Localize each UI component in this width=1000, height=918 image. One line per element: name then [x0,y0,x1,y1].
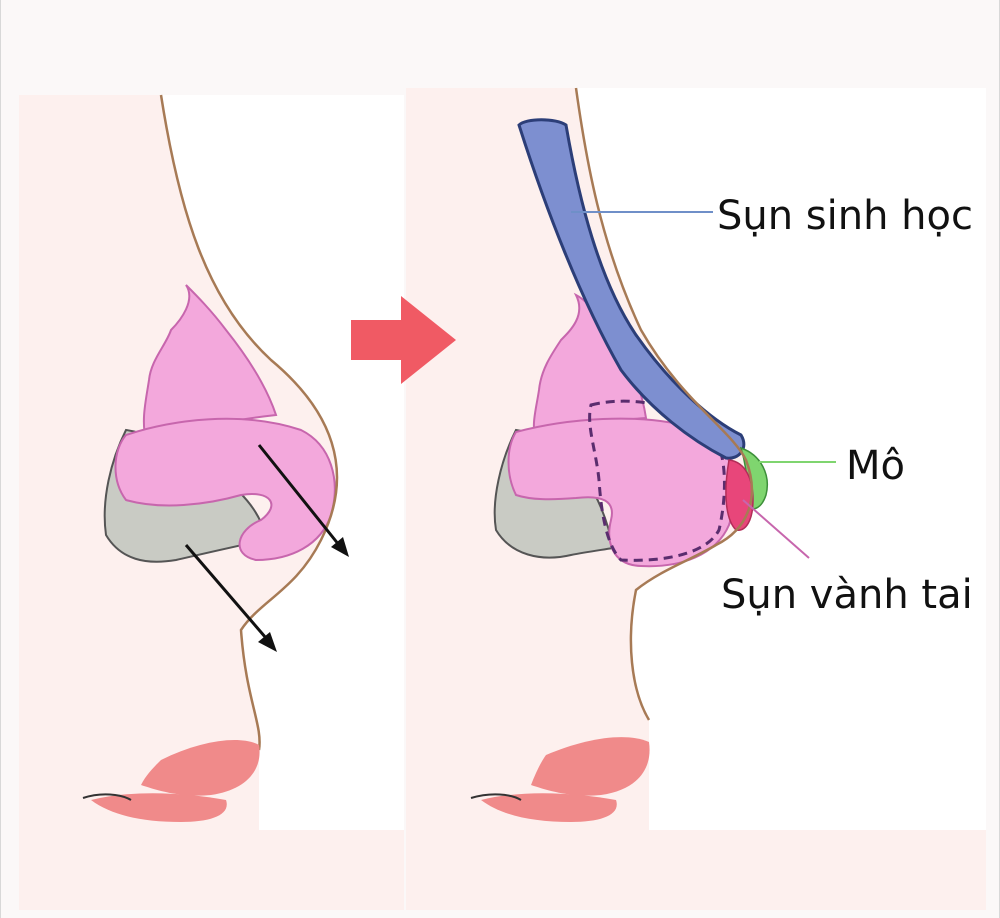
face-skin-white [576,88,986,830]
bio-cartilage-implant [517,118,746,460]
downward-arrow-head-icon [258,632,277,652]
face-skin-white [161,95,404,830]
profile-line [159,94,339,751]
right-arrow-icon [351,296,456,384]
before-nose-profile [82,94,404,830]
dashed-graft-region [588,399,726,562]
lower-lip [91,793,227,822]
mouth-line [470,793,522,801]
tissue-label: Mô [846,443,905,489]
downward-arrow-icon [257,444,341,546]
ear-cartilage-label: Sụn vành tai [721,572,973,618]
after-nose-profile [470,87,986,830]
downward-arrow-head-icon [331,537,349,557]
bio-cartilage-label: Sụn sinh học [717,193,973,239]
downward-arrow-icon [184,544,268,639]
mouth-line [82,793,132,801]
lower-lip [481,793,617,822]
upper-lip [141,740,260,796]
upper-lip [531,737,650,796]
ear-cartilage-graft [725,459,754,531]
ear-cartilage-leader-line [742,499,810,559]
lower-lateral-cartilage [114,417,336,562]
profile-line [574,87,754,721]
